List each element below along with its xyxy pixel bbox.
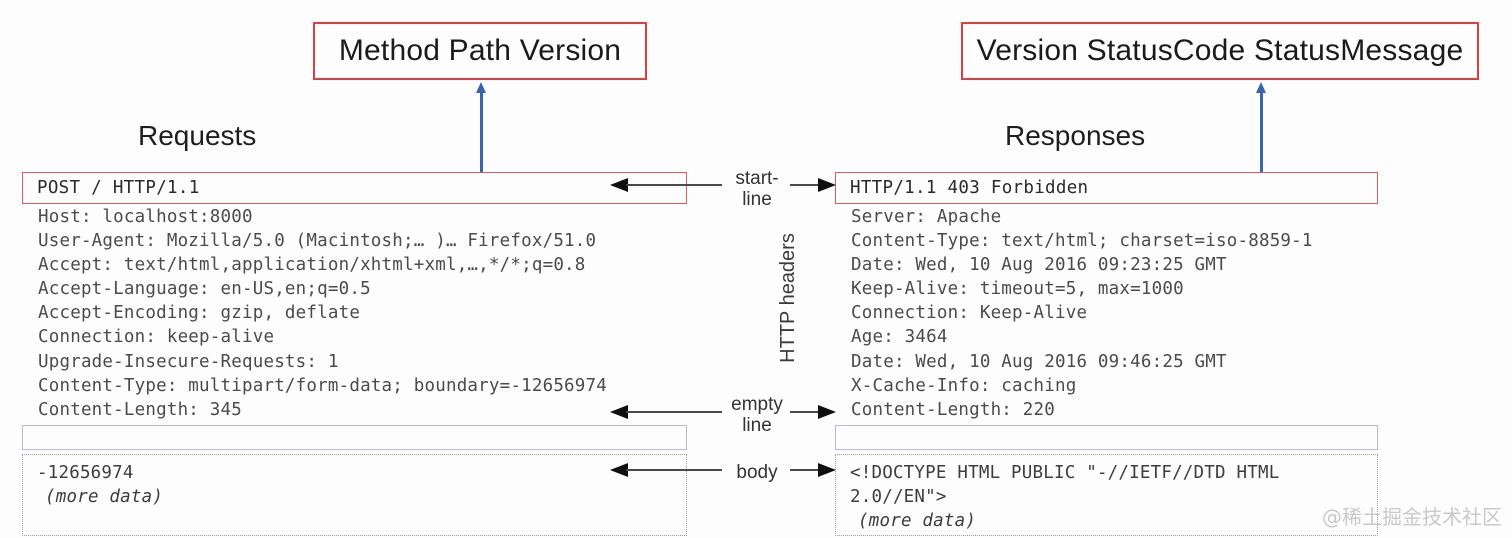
request-header-line: Accept-Encoding: gzip, deflate [38, 303, 361, 324]
response-body-line: 2.0//EN"> [850, 486, 947, 507]
response-header-line: Age: 3464 [851, 327, 948, 348]
callout-response-startline: Version StatusCode StatusMessage [961, 22, 1479, 80]
request-start-line: POST / HTTP/1.1 [22, 172, 687, 204]
request-header-line: Content-Length: 345 [38, 399, 242, 420]
request-body: -12656974 (more data) [22, 453, 687, 536]
response-header-line: Keep-Alive: timeout=5, max=1000 [851, 279, 1184, 300]
arrow-shaft [626, 469, 722, 472]
request-header-line: Host: localhost:8000 [38, 207, 253, 227]
request-headers-block: Host: localhost:8000 User-Agent: Mozilla… [22, 204, 687, 422]
arrow-shaft [626, 411, 722, 414]
request-header-line: Accept-Language: en-US,en;q=0.5 [38, 279, 371, 300]
response-header-line: Date: Wed, 10 Aug 2016 09:23:25 GMT [851, 255, 1227, 276]
heading-requests: Requests [138, 120, 257, 151]
response-header-line: Connection: Keep-Alive [851, 303, 1088, 324]
label-start-line: start- line [735, 168, 779, 210]
request-body-line: -12656974 [37, 462, 134, 483]
response-empty-line [835, 424, 1378, 450]
request-message-block: POST / HTTP/1.1 Host: localhost:8000 Use… [22, 172, 687, 536]
arrow-shaft [626, 184, 722, 187]
arrowhead-right-icon [818, 178, 836, 192]
request-body-more: (more data) [45, 486, 164, 507]
response-body-more: (more data) [858, 510, 977, 531]
request-header-line: Content-Type: multipart/form-data; bound… [38, 375, 608, 396]
arrowhead-right-icon [818, 463, 836, 477]
arrowhead-left-icon [610, 405, 628, 419]
label-empty-line: empty line [731, 394, 783, 436]
response-body-line: <!DOCTYPE HTML PUBLIC "-//IETF//DTD HTML [850, 462, 1280, 483]
arrow-shaft [790, 184, 820, 187]
arrowhead-left-icon [610, 463, 628, 477]
arrow-shaft [1260, 90, 1263, 180]
response-body: <!DOCTYPE HTML PUBLIC "-//IETF//DTD HTML… [835, 453, 1378, 536]
response-header-line: X-Cache-Info: caching [851, 375, 1077, 396]
arrowhead-right-icon [818, 405, 836, 419]
label-body: body [736, 462, 778, 483]
arrow-emptyline-to-response [790, 405, 836, 419]
arrow-emptyline-to-request [610, 405, 722, 419]
request-header-line: User-Agent: Mozilla/5.0 (Macintosh;… )… … [38, 231, 597, 252]
response-headers-block: Server: Apache Content-Type: text/html; … [835, 204, 1378, 422]
response-start-line: HTTP/1.1 403 Forbidden [835, 172, 1378, 204]
response-message-block: HTTP/1.1 403 Forbidden Server: Apache Co… [835, 172, 1378, 536]
callout-request-startline: Method Path Version [313, 22, 647, 80]
arrow-startline-to-request [610, 178, 722, 192]
request-header-line: Upgrade-Insecure-Requests: 1 [38, 351, 339, 372]
response-header-line: Content-Length: 220 [851, 399, 1055, 420]
arrowhead-up-icon [476, 82, 486, 93]
request-empty-line [22, 424, 687, 450]
request-header-line: Accept: text/html,application/xhtml+xml,… [38, 255, 586, 276]
arrow-shaft [790, 411, 820, 414]
heading-responses: Responses [1005, 120, 1146, 151]
response-header-line: Server: Apache [851, 207, 1002, 227]
label-http-headers: HTTP headers [776, 233, 799, 363]
arrow-body-to-response [790, 463, 836, 477]
arrowhead-up-icon [1256, 82, 1266, 93]
watermark: @稀土掘金技术社区 [1322, 505, 1502, 529]
request-header-line: Connection: keep-alive [38, 327, 275, 348]
response-header-line: Date: Wed, 10 Aug 2016 09:46:25 GMT [851, 351, 1227, 372]
arrow-startline-to-response [790, 178, 836, 192]
arrowhead-left-icon [610, 178, 628, 192]
response-header-line: Content-Type: text/html; charset=iso-885… [851, 231, 1313, 252]
arrow-shaft [480, 90, 483, 180]
arrow-body-to-request [610, 463, 722, 477]
arrow-shaft [790, 469, 820, 472]
